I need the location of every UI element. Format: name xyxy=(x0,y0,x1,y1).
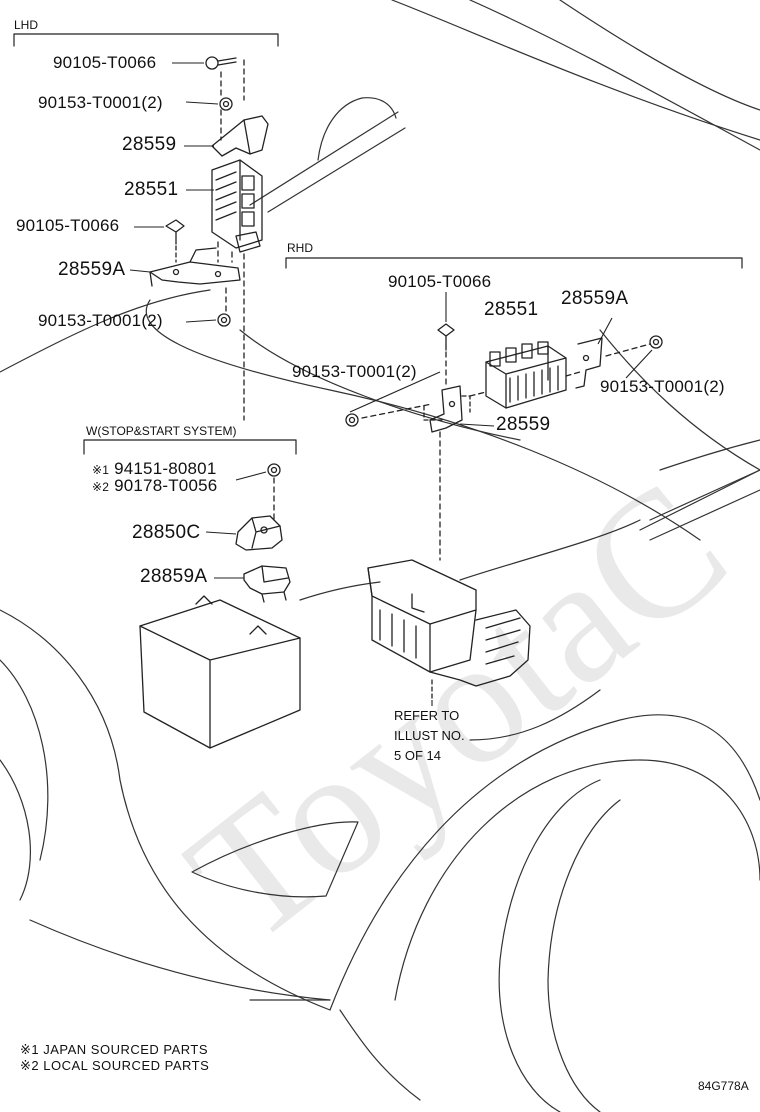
part-label-rhd-nut-left[interactable]: 90153-T0001(2) xyxy=(292,362,417,381)
part-label-lhd-bracket[interactable]: 28559 xyxy=(122,134,177,155)
part-label-ss-part1[interactable]: 94151-80801 xyxy=(114,459,217,478)
part-label-rhd-bolt[interactable]: 90105-T0066 xyxy=(388,272,492,291)
part-label-lhd-bracket-a[interactable]: 28559A xyxy=(58,259,126,280)
part-label-lhd-nut-top[interactable]: 90153-T0001(2) xyxy=(38,93,163,112)
part-label-lhd-bolt-top[interactable]: 90105-T0066 xyxy=(53,53,157,72)
part-label-lhd-relay-block[interactable]: 28551 xyxy=(124,179,179,200)
part-label-rhd-nut-right[interactable]: 90153-T0001(2) xyxy=(600,377,725,396)
lhd-relay-assembly xyxy=(149,56,269,421)
footnote-mark-1: ※1 94151-80801 xyxy=(92,459,217,479)
part-label-lhd-bolt-mid[interactable]: 90105-T0066 xyxy=(16,216,120,235)
stop-start-assembly xyxy=(139,463,301,749)
refer-note[interactable]: REFER TO ILLUST NO. 5 OF 14 xyxy=(394,706,465,766)
section-rhd-label: RHD xyxy=(287,241,313,255)
footnote-mark-2: ※2 90178-T0056 xyxy=(92,476,217,496)
part-label-ss-sensor[interactable]: 28850C xyxy=(132,522,201,543)
part-label-rhd-bracket[interactable]: 28559 xyxy=(496,414,551,435)
lhd-bracket-line xyxy=(13,33,279,47)
mark-2: ※2 xyxy=(92,480,110,494)
rhd-relay-assembly xyxy=(345,323,663,561)
rhd-bracket-line xyxy=(285,257,743,269)
part-label-ss-bracket[interactable]: 28859A xyxy=(140,566,208,587)
section-stop-start-label: W(STOP&START SYSTEM) xyxy=(86,424,237,438)
junction-box xyxy=(367,559,531,701)
section-lhd-label: LHD xyxy=(14,18,39,32)
refer-line-1: REFER TO xyxy=(394,708,460,723)
refer-line-3: 5 OF 14 xyxy=(394,748,441,763)
refer-line-2: ILLUST NO. xyxy=(394,728,465,743)
part-label-lhd-nut-bottom[interactable]: 90153-T0001(2) xyxy=(38,311,163,330)
stop-start-bracket-line xyxy=(83,439,297,455)
part-label-rhd-bracket-a[interactable]: 28559A xyxy=(561,288,629,309)
footnote-japan: ※1 JAPAN SOURCED PARTS xyxy=(20,1042,209,1057)
mark-1: ※1 xyxy=(92,463,110,477)
footnote-local: ※2 LOCAL SOURCED PARTS xyxy=(20,1058,210,1073)
part-label-ss-part2[interactable]: 90178-T0056 xyxy=(114,476,218,495)
illustration-code: 84G778A xyxy=(698,1079,749,1093)
part-label-rhd-relay-block[interactable]: 28551 xyxy=(484,299,539,320)
